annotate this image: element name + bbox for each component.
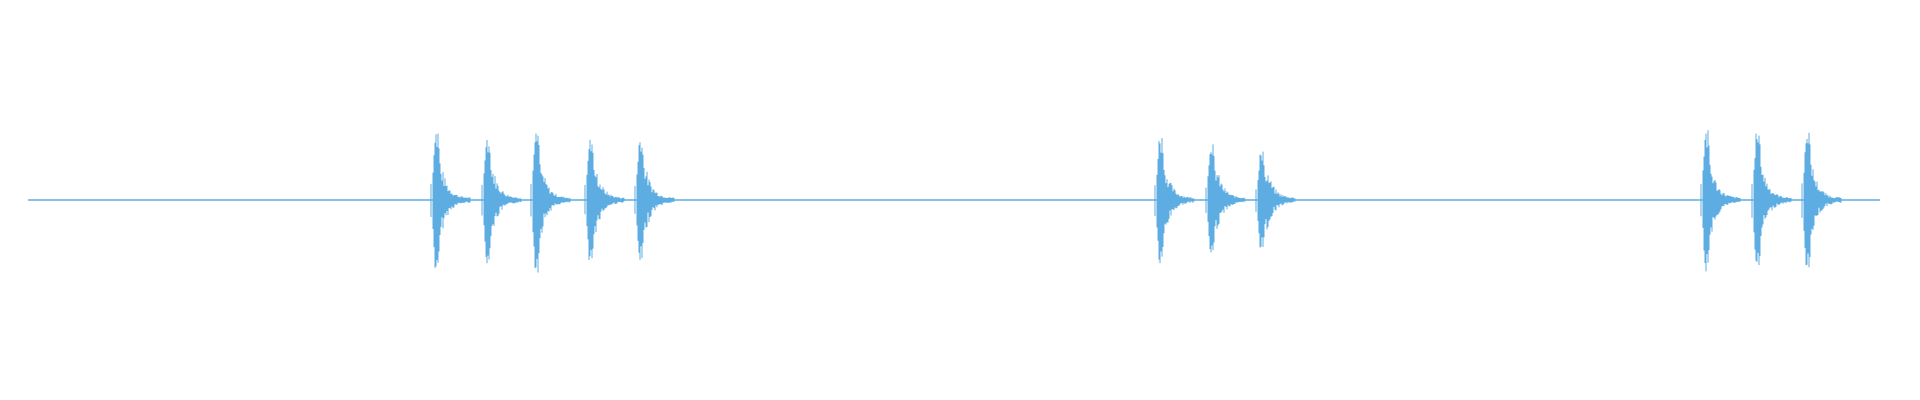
waveform-burst — [1801, 132, 1842, 268]
waveform-burst — [1700, 130, 1741, 272]
waveform-burst — [430, 133, 471, 268]
waveform-burst — [1751, 133, 1792, 266]
waveform-burst — [530, 133, 571, 273]
waveform-burst — [634, 142, 675, 260]
waveform-burst — [1154, 137, 1195, 264]
waveform-burst — [481, 139, 522, 264]
waveform-burst — [1255, 151, 1296, 248]
waveform-bursts — [430, 130, 1842, 273]
waveform-burst — [584, 139, 625, 260]
waveform-burst — [1205, 144, 1246, 253]
